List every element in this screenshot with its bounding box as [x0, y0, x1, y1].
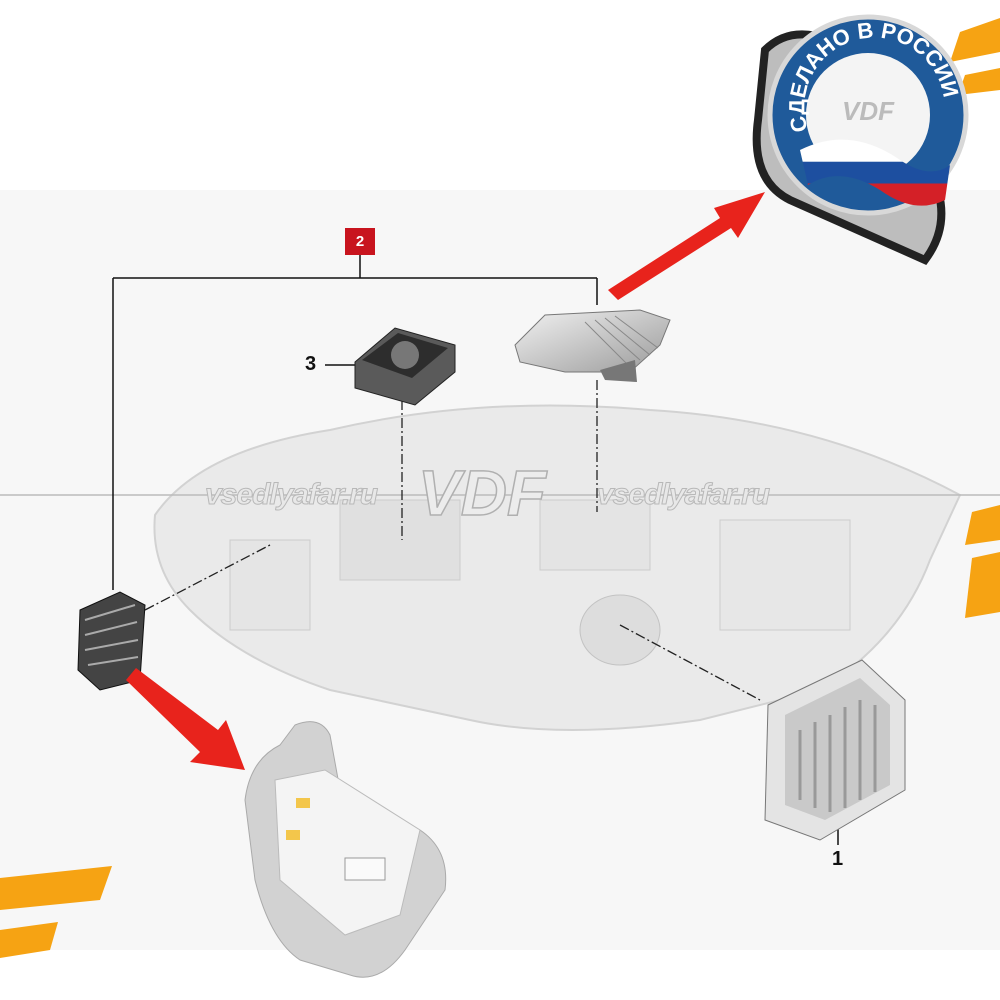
led-module-photo — [244, 721, 447, 978]
watermark-site-right: vsedlyafar.ru — [596, 478, 770, 512]
watermark-site-left: vsedlyafar.ru — [204, 478, 378, 512]
made-in-russia-badge — [752, 14, 969, 265]
ballast-module-part — [764, 659, 906, 841]
red-arrows — [126, 192, 765, 770]
callout-1-label: 1 — [832, 848, 844, 870]
orange-stripes — [0, 18, 1000, 958]
callout-3-label: 3 — [305, 353, 317, 375]
headlight-housing — [153, 404, 962, 731]
fan-part — [354, 327, 456, 406]
callout-2-bracket — [112, 255, 839, 845]
led-heatsink-part — [77, 591, 146, 691]
leader-lines — [144, 380, 761, 701]
callout-2-badge: 2 — [345, 228, 375, 255]
heatsink-part — [514, 309, 671, 382]
watermark-vdf-logo: VDF — [417, 456, 547, 530]
